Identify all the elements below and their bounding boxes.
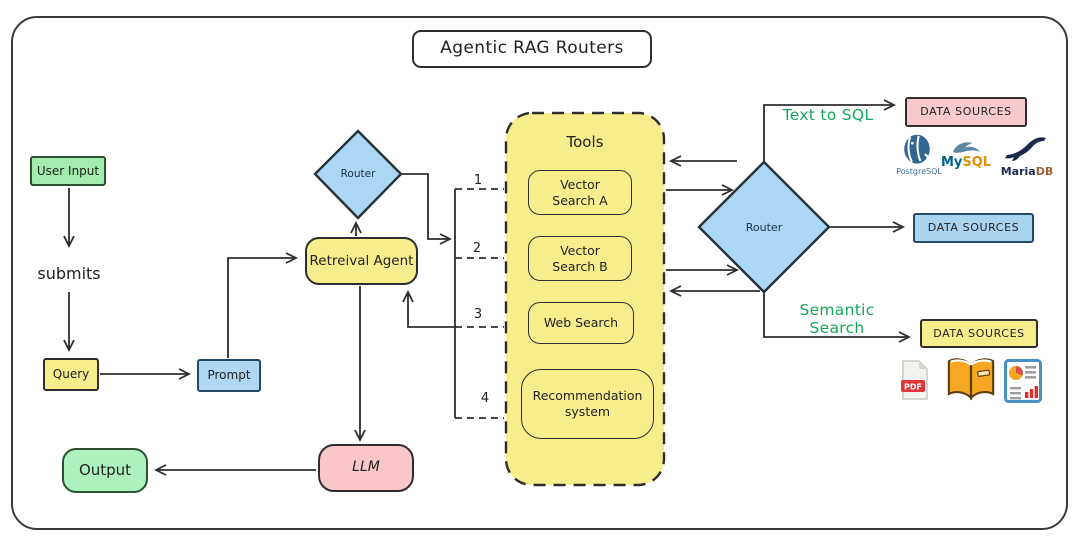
- node-retrieval-agent: Retreival Agent: [305, 237, 418, 285]
- postgresql-logo-icon: [898, 133, 936, 167]
- mariadb-logo-icon: [1003, 136, 1047, 164]
- node-llm: LLM: [318, 444, 414, 492]
- tools-label: Tools: [566, 133, 604, 151]
- router-right-diamond: [697, 160, 831, 294]
- data-sources-semantic: DATA SOURCES: [920, 319, 1038, 348]
- data-sources-sql: DATA SOURCES: [905, 97, 1027, 127]
- router-branch-edges: [401, 173, 504, 419]
- pdf-file-icon: PDF: [899, 359, 931, 401]
- edge-routerright-textsql: [763, 105, 894, 162]
- branch-number-2: 2: [472, 240, 482, 256]
- right-router-edges: [666, 105, 909, 337]
- mysql-logo-text-sql: SQL: [962, 154, 992, 170]
- node-user-input: User Input: [30, 156, 106, 186]
- branch-number-1: 1: [473, 172, 483, 188]
- branch-number-3: 3: [473, 306, 483, 322]
- branch-number-4: 4: [480, 390, 490, 406]
- node-query: Query: [43, 358, 99, 391]
- node-output: Output: [62, 448, 148, 493]
- router-left-diamond: [313, 129, 403, 220]
- edge-routerleft-junction: [401, 173, 450, 239]
- mariadb-logo-text-maria: Maria: [1000, 164, 1036, 178]
- tool-recommendation-system: Recommendation system: [521, 369, 654, 439]
- edge-tools-agent-return: [408, 292, 455, 328]
- edge-prompt-agent: [227, 258, 296, 358]
- router-right-label: Router: [745, 220, 783, 234]
- tool-web-search: Web Search: [528, 302, 634, 344]
- diagram-frame: [11, 16, 1068, 530]
- mariadb-logo-text-db: DB: [1035, 164, 1054, 178]
- left-flow-edges: [69, 188, 360, 470]
- submits-label: submits: [37, 263, 101, 283]
- report-chart-icon: [1004, 359, 1042, 403]
- book-icon: [945, 356, 997, 403]
- diagram-title: Agentic RAG Routers: [412, 30, 652, 68]
- node-prompt: Prompt: [197, 359, 261, 392]
- pdf-badge-text: PDF: [904, 383, 922, 392]
- edge-routerright-semantic: [763, 292, 909, 337]
- tool-vector-search-b: Vector Search B: [528, 236, 632, 281]
- text-to-sql-label: Text to SQL: [782, 106, 874, 124]
- tool-vector-search-a: Vector Search A: [528, 170, 632, 215]
- postgresql-logo-text: PostgreSQL: [896, 167, 942, 176]
- router-left-label: Router: [340, 168, 376, 180]
- semantic-search-label: Semantic Search: [799, 301, 875, 337]
- mysql-logo-icon: [952, 140, 982, 156]
- data-sources-structured: DATA SOURCES: [913, 213, 1034, 243]
- mysql-logo-text-my: My: [940, 154, 963, 170]
